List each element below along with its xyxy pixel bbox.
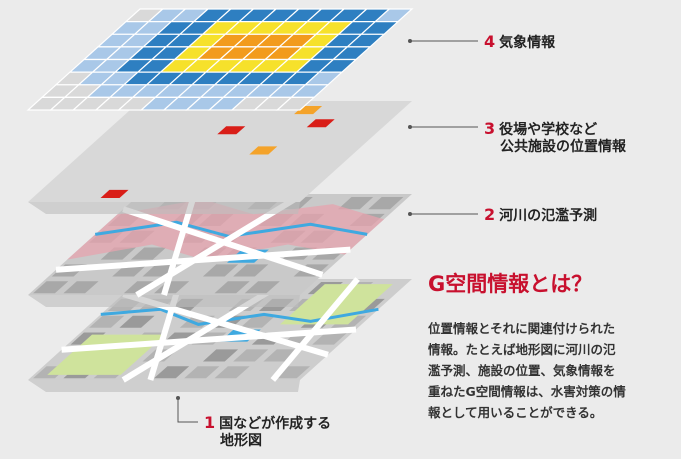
leader-line: [177, 398, 198, 423]
building-block: [63, 281, 99, 294]
facility-marker: [306, 119, 335, 128]
layer-2-text: 河川の氾濫予測: [499, 208, 598, 224]
road: [270, 277, 360, 382]
layer-4-weather: [26, 8, 414, 111]
layer-1-text-line1: 国などが作成する: [219, 416, 332, 432]
layer-shadow: [28, 380, 300, 392]
info-body: 位置情報とそれに関連付けられた 情報。たとえば地形図に河川の氾 濫予測、施設の位…: [428, 318, 681, 423]
layer-4-number: 4: [484, 32, 496, 51]
layer-1-number: 1: [204, 413, 216, 432]
leader-dot: [176, 396, 180, 400]
layer-shadow: [28, 202, 300, 214]
building-block: [263, 349, 299, 362]
leader-dot: [408, 212, 412, 216]
building-block: [33, 281, 69, 294]
layer-3-facilities: [28, 101, 412, 214]
building-block: [312, 332, 348, 345]
layer-shadow: [28, 295, 300, 307]
building-block: [244, 281, 280, 294]
leader-dot: [408, 125, 412, 129]
info-body-line: 報として用いることができる。: [428, 405, 603, 420]
layer-2-number: 2: [484, 205, 496, 224]
layer-plane: [28, 101, 412, 202]
info-body-line: 重ねたG空間情報は、水害対策の情: [428, 384, 626, 399]
building-block: [154, 366, 190, 379]
building-block: [184, 366, 220, 379]
building-block: [202, 264, 239, 277]
facility-marker: [100, 189, 129, 198]
building-block: [142, 264, 178, 277]
facility-marker: [249, 146, 278, 155]
building-block: [112, 264, 148, 277]
layer-1-text-line2: 地形図: [220, 433, 262, 449]
building-block: [89, 315, 125, 328]
building-block: [240, 315, 276, 328]
road: [61, 326, 357, 353]
building-block: [338, 197, 374, 210]
layer-3-text-line1: 役場や学校など: [499, 122, 598, 138]
building-block: [368, 197, 404, 210]
layer-4-text: 気象情報: [499, 35, 556, 51]
road: [55, 246, 351, 273]
layer-3-number: 3: [484, 119, 496, 138]
building-block: [214, 281, 250, 294]
building-block: [233, 349, 269, 362]
info-body-line: 濫予測、施設の位置、気象情報を: [428, 363, 616, 378]
layer-2-flood-prediction: [28, 191, 412, 307]
info-body-line: 情報。たとえば地形図に河川の氾: [428, 342, 616, 357]
building-block: [214, 366, 250, 379]
leader-dot: [408, 39, 412, 43]
building-block: [233, 264, 269, 277]
info-title: G空間情報とは？: [428, 272, 593, 296]
weather-cell: [275, 96, 316, 111]
building-block: [119, 315, 155, 328]
building-block: [274, 366, 311, 379]
building-block: [202, 349, 239, 362]
building-block: [130, 247, 167, 260]
building-block: [100, 247, 136, 260]
leader-lines: [176, 39, 478, 423]
facility-marker: [217, 126, 246, 135]
info-body-line: 位置情報とそれに関連付けられた: [428, 321, 616, 336]
layer-3-text-line2: 公共施設の位置情報: [500, 139, 626, 155]
